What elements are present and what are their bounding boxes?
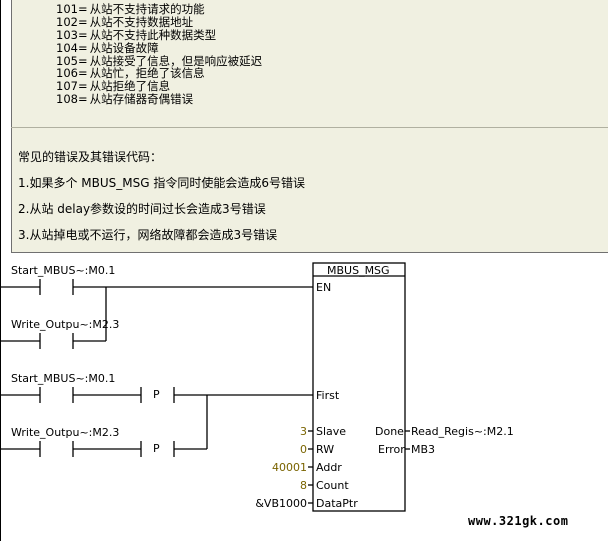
mbus-msg-block — [312, 262, 406, 512]
contact-label-start-mbus[interactable]: Start_MBUS~:M0.1 — [11, 372, 116, 385]
p-contact-label: P — [153, 388, 160, 401]
block-title[interactable]: MBUS_MSG — [327, 264, 390, 277]
error-output[interactable]: MB3 — [411, 443, 436, 456]
list-item: 101= 从站不支持请求的功能 — [56, 2, 205, 16]
note-1: 1.如果多个 MBUS_MSG 指令同时使能会造成6号错误 — [18, 176, 305, 190]
note-2: 2.从站 delay参数设的时间过长会造成3号错误 — [18, 202, 266, 216]
pin-done: Done — [375, 425, 404, 438]
network-comment-box[interactable] — [11, 0, 608, 253]
p-contact-label: P — [153, 442, 160, 455]
note-3: 3.从站掉电或不运行，网络故障都会造成3号错误 — [18, 228, 278, 242]
list-item: 108= 从站存储器奇偶错误 — [56, 92, 194, 107]
slave-value[interactable]: 3 — [300, 425, 307, 438]
pin-error: Error — [378, 443, 405, 456]
addr-value[interactable]: 40001 — [272, 461, 307, 474]
pin-addr: Addr — [316, 461, 342, 474]
count-value[interactable]: 8 — [300, 479, 307, 492]
list-item: 106= 从站忙，拒绝了该信息 — [56, 66, 205, 81]
section-title: 常见的错误及其错误代码： — [18, 150, 163, 164]
list-item: 105= 从站接受了信息，但是响应被延迟 — [56, 53, 263, 68]
pin-en: EN — [316, 281, 332, 294]
pin-count: Count — [316, 479, 349, 492]
pin-rw: RW — [316, 443, 335, 456]
done-output[interactable]: Read_Regis~:M2.1 — [411, 425, 514, 438]
left-power-rail — [0, 0, 1, 541]
contact-label-start-mbus[interactable]: Start_MBUS~:M0.1 — [11, 264, 116, 277]
contact-label-write-output[interactable]: Write_Outpu~:M2.3 — [11, 426, 120, 439]
pin-dataptr: DataPtr — [316, 497, 358, 510]
list-item: 102= 从站不支持数据地址 — [56, 14, 194, 29]
rw-value[interactable]: 0 — [300, 443, 307, 456]
contact-label-write-output[interactable]: Write_Outpu~:M2.3 — [11, 318, 120, 331]
list-item: 103= 从站不支持此种数据类型 — [56, 27, 217, 42]
watermark: www.321gk.com — [468, 514, 569, 528]
list-item: 107= 从站拒绝了信息 — [56, 79, 171, 94]
dataptr-value[interactable]: &VB1000 — [255, 497, 307, 510]
comment-divider — [11, 127, 608, 128]
list-item: 104= 从站设备故障 — [56, 40, 159, 55]
pin-slave: Slave — [316, 425, 347, 438]
error-code-list: 101= 从站不支持请求的功能 102= 从站不支持数据地址 103= 从站不支… — [56, 3, 262, 106]
pin-first: First — [316, 389, 340, 402]
